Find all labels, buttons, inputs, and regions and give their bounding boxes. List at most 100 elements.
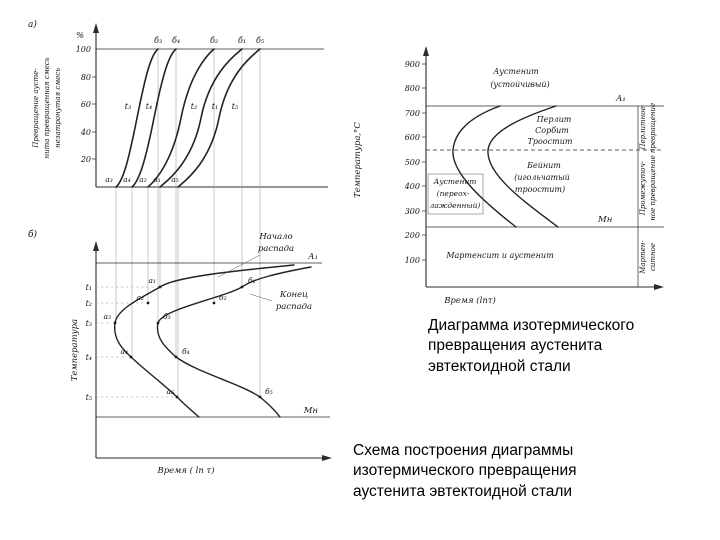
point-label: б₂: [219, 293, 227, 302]
label-line: ситное: [649, 243, 657, 271]
curve-mid-label: t₃: [125, 102, 131, 111]
top-chart-curve-top-labels: б₃ б₄ б₂ б₁ б₅: [154, 36, 265, 45]
top-chart-axes: [92, 23, 328, 188]
label-line: Конец: [279, 290, 308, 300]
curve-foot-label: а₅: [171, 175, 178, 184]
a1-label: А₁: [615, 94, 626, 104]
label-line: лажденный): [430, 201, 481, 210]
construction-figure: а) б) Превращение аусте- нита превращенн…: [28, 19, 332, 476]
label-line: (устойчивый): [490, 80, 549, 89]
curve-mid-label: t₅: [232, 102, 239, 111]
sigmoid-curve-t2: [147, 48, 215, 188]
y-label-line: нита превращенная смесь: [43, 57, 51, 158]
curve-top-label: б₄: [172, 36, 180, 45]
bottom-chart-y-axis-label: Температура: [70, 319, 80, 381]
mn-label: Мн: [597, 215, 612, 225]
sigmoid-curve-t4: [131, 48, 177, 188]
label-line: Начало: [258, 232, 292, 242]
y-tick-label: 80: [81, 73, 91, 82]
construction-guide-lines: [115, 49, 261, 397]
y-label-line: незатронутая смесь: [54, 68, 62, 148]
curve-foot-label: а₃: [105, 175, 112, 184]
top-chart-curve-foot-labels: а₃ а₄ а₂ а₁ а₅: [105, 175, 178, 184]
curve-top-label: б₃: [154, 36, 162, 45]
point-label: а₄: [121, 347, 128, 356]
curve-top-label: б₂: [210, 36, 218, 45]
bainite-label: Бейнит (игольчатый троостит): [514, 161, 570, 194]
label-line: троостит): [515, 185, 565, 194]
point-label: а₂: [137, 293, 144, 302]
label-line: Аустенит: [433, 177, 477, 186]
ttt-start-curve: [452, 105, 517, 228]
point-label: а₃: [104, 312, 111, 321]
y-tick-label: 100: [76, 45, 91, 54]
temp-tick-label: t₄: [86, 353, 92, 362]
pearlite-label: Перлит: [536, 115, 572, 124]
curve-foot-label: а₄: [123, 175, 130, 184]
curve-foot-label: а₁: [153, 175, 160, 184]
label-line: Аустенит: [492, 67, 539, 76]
point-label: б₁: [248, 276, 256, 285]
austenite-supercooled-label: Аустенит (переох- лажденный): [427, 173, 484, 215]
y-label-line: Превращение аусте-: [32, 68, 40, 149]
ttt-axes: [422, 46, 664, 290]
point-label: а₅: [167, 387, 174, 396]
y-tick-label: 400: [404, 182, 420, 191]
label-line: Промежуточ-: [639, 160, 647, 216]
label-line: (переох-: [437, 189, 470, 198]
martensite-label: Мартенсит и аустенит: [445, 251, 554, 260]
percent-unit-label: %: [76, 31, 84, 41]
kinetic-sigmoid-curves: [115, 48, 261, 188]
y-tick-label: 300: [405, 207, 420, 216]
label-line: (игольчатый: [514, 173, 570, 182]
y-tick-label: 900: [405, 60, 420, 69]
temp-tick-label: t₅: [86, 393, 93, 402]
scheme-caption: Схема построения диаграммы изотермическо…: [353, 442, 577, 500]
curve-mid-label: t₁: [212, 102, 218, 111]
label-line: превращение: [649, 103, 657, 153]
panel-a-label: а): [28, 19, 37, 30]
curve-top-label: б₅: [256, 36, 265, 45]
label-line: ное превращение: [649, 155, 657, 220]
austenite-stable-label: Аустенит (устойчивый): [490, 67, 549, 89]
bottom-chart-x-axis-label: Время ( ln τ): [156, 465, 214, 476]
y-tick-label: 20: [80, 155, 91, 164]
curve-mid-label: t₂: [191, 102, 197, 111]
a1-label: А₁: [307, 252, 318, 262]
top-chart-curve-mid-labels: t₃ t₄ t₂ t₁ t₅: [125, 102, 239, 111]
ttt-end-curve: [487, 105, 559, 228]
start-point-labels: а₁ а₂ а₃ а₄ а₅: [104, 276, 174, 396]
y-tick-label: 800: [405, 84, 420, 93]
temp-tick-label: t₂: [86, 299, 92, 308]
y-tick-label: 200: [404, 231, 420, 240]
mn-label: Мн: [303, 406, 318, 416]
curve-top-label: б₁: [238, 36, 246, 45]
martensite-region-label: Мартен- ситное: [639, 240, 657, 275]
y-tick-label: 60: [81, 100, 91, 109]
start-of-decomposition-label: Начало распада: [217, 232, 294, 278]
ttt-x-axis-label: Время (lnτ): [443, 295, 496, 306]
sigmoid-curve-t1: [159, 48, 243, 188]
label-line: Бейнит: [526, 161, 561, 170]
y-tick-label: 600: [405, 133, 420, 142]
temp-tick-label: t₁: [86, 283, 92, 292]
y-tick-label: 100: [405, 256, 420, 265]
bottom-chart-axes: [93, 241, 332, 461]
end-of-decomposition-label: Конец распада: [249, 290, 312, 312]
point-label: б₅: [265, 387, 273, 396]
y-tick-label: 40: [80, 128, 91, 137]
sigmoid-curve-t5: [177, 48, 261, 188]
construction-points: [113, 285, 262, 399]
point-label: а₁: [149, 276, 156, 285]
label-line: Мартен-: [639, 240, 647, 275]
ttt-y-axis-label: Температура,°С: [353, 122, 363, 198]
curve-mid-label: t₄: [146, 102, 152, 111]
y-tick-label: 500: [405, 158, 420, 167]
sorbite-label: Сорбит: [535, 126, 569, 135]
point-label: б₃: [163, 312, 171, 321]
y-tick-label: 700: [405, 109, 420, 118]
end-point-labels: б₁ б₂ б₃ б₄ б₅: [163, 276, 273, 396]
curve-foot-label: а₂: [139, 175, 146, 184]
pearlite-region-label: Перлитное превращение: [639, 103, 657, 153]
